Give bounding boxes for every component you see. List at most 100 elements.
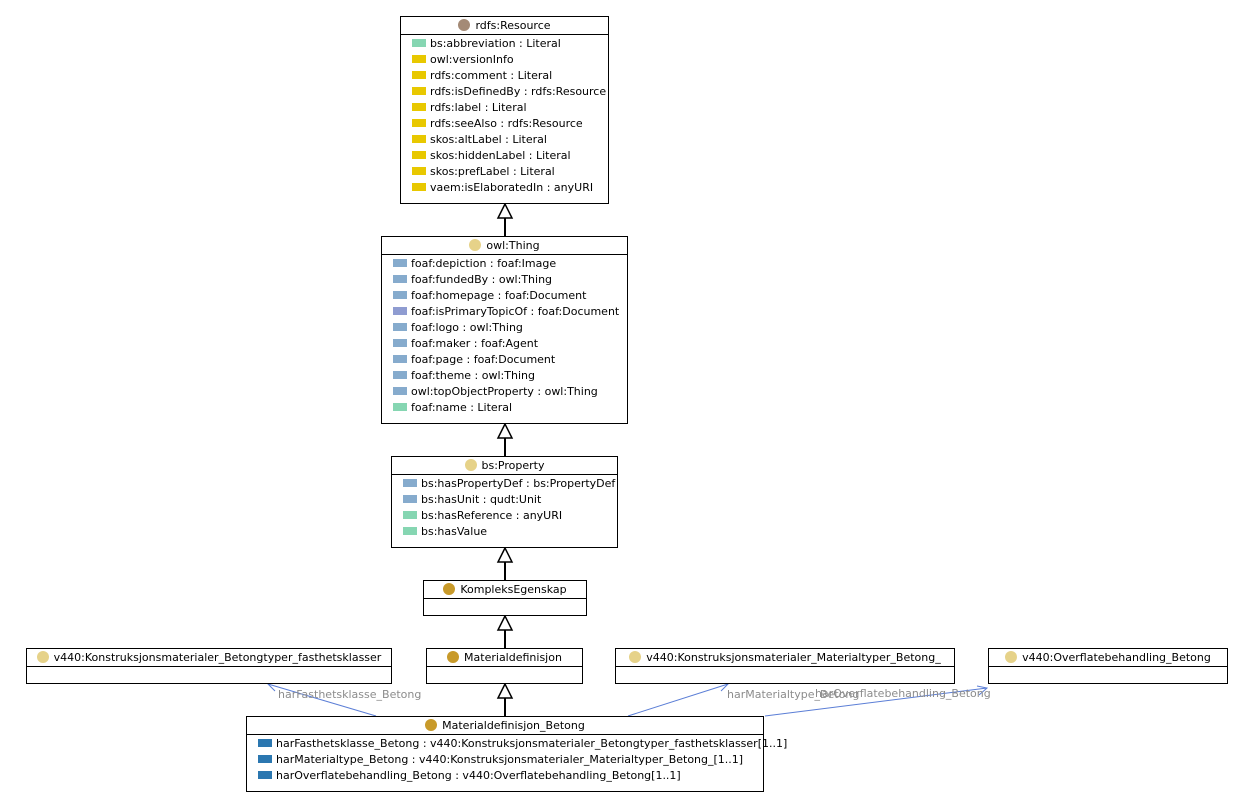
property-type-icon: [412, 55, 426, 63]
property-row[interactable]: foaf:homepage : foaf:Document: [382, 288, 627, 304]
property-label: foaf:name : Literal: [411, 401, 513, 414]
class-header: Materialdefinisjon: [427, 649, 582, 667]
property-row[interactable]: bs:hasPropertyDef : bs:PropertyDef: [392, 476, 617, 492]
property-row[interactable]: harFasthetsklasse_Betong : v440:Konstruk…: [247, 736, 787, 752]
property-row[interactable]: rdfs:comment : Literal: [401, 68, 608, 84]
property-type-icon: [403, 495, 417, 503]
property-label: harFasthetsklasse_Betong : v440:Konstruk…: [276, 737, 788, 750]
property-row[interactable]: skos:altLabel : Literal: [401, 132, 608, 148]
class-title: v440:Overflatebehandling_Betong: [1022, 651, 1211, 664]
property-row[interactable]: rdfs:label : Literal: [401, 100, 608, 116]
class-header: Materialdefinisjon_Betong: [247, 717, 763, 735]
property-type-icon: [393, 307, 407, 315]
property-type-icon: [412, 135, 426, 143]
class-overflatebehandling-betong[interactable]: v440:Overflatebehandling_Betong: [988, 648, 1228, 684]
edge-label-overflate: harOverflatebehandling_Betong: [815, 687, 991, 700]
property-label: skos:hiddenLabel : Literal: [430, 149, 571, 162]
property-label: bs:hasValue: [421, 525, 488, 538]
class-title: owl:Thing: [486, 239, 540, 252]
class-icon: [469, 239, 482, 251]
property-label: vaem:isElaboratedIn : anyURI: [430, 181, 594, 194]
property-type-icon: [393, 275, 407, 283]
class-header: v440:Konstruksjonsmaterialer_Betongtyper…: [27, 649, 391, 667]
property-row[interactable]: foaf:fundedBy : owl:Thing: [382, 272, 627, 288]
property-row[interactable]: foaf:name : Literal: [382, 400, 627, 416]
class-title: rdfs:Resource: [475, 19, 551, 32]
property-type-icon: [412, 119, 426, 127]
class-title: bs:Property: [481, 459, 545, 472]
class-icon: [458, 19, 471, 31]
property-type-icon: [412, 87, 426, 95]
class-header: v440:Konstruksjonsmaterialer_Materialtyp…: [616, 649, 954, 667]
property-row[interactable]: skos:hiddenLabel : Literal: [401, 148, 608, 164]
class-fasthetsklasser[interactable]: v440:Konstruksjonsmaterialer_Betongtyper…: [26, 648, 392, 684]
class-properties: [427, 667, 582, 668]
property-row[interactable]: foaf:isPrimaryTopicOf : foaf:Document: [382, 304, 627, 320]
class-rdfs-resource[interactable]: rdfs:Resource bs:abbreviation : Literal ow…: [400, 16, 609, 204]
property-row[interactable]: foaf:depiction : foaf:Image: [382, 256, 627, 272]
property-type-icon: [393, 259, 407, 267]
class-properties: [27, 667, 391, 668]
property-row[interactable]: skos:prefLabel : Literal: [401, 164, 608, 180]
class-materialdefinisjon-betong[interactable]: Materialdefinisjon_Betong harFasthetsklas…: [246, 716, 787, 792]
property-row[interactable]: bs:abbreviation : Literal: [401, 36, 608, 52]
property-type-icon: [393, 371, 407, 379]
edge-label-fasthet: harFasthetsklasse_Betong: [278, 688, 422, 701]
class-header: KompleksEgenskap: [424, 581, 586, 599]
property-label: bs:hasUnit : qudt:Unit: [421, 493, 542, 506]
property-label: foaf:maker : foaf:Agent: [411, 337, 539, 350]
property-label: harMaterialtype_Betong : v440:Konstruksj…: [276, 753, 744, 766]
property-label: foaf:page : foaf:Document: [411, 353, 556, 366]
property-type-icon: [412, 151, 426, 159]
property-row[interactable]: bs:hasUnit : qudt:Unit: [392, 492, 617, 508]
property-row[interactable]: foaf:page : foaf:Document: [382, 352, 627, 368]
inherit-arrow-thing: [496, 422, 514, 439]
property-row[interactable]: foaf:theme : owl:Thing: [382, 368, 627, 384]
property-row[interactable]: harMaterialtype_Betong : v440:Konstruksj…: [247, 752, 763, 768]
class-icon: [36, 651, 49, 663]
property-type-icon: [403, 527, 417, 535]
property-label: foaf:depiction : foaf:Image: [411, 257, 557, 270]
property-row[interactable]: rdfs:seeAlso : rdfs:Resource: [401, 116, 608, 132]
property-row[interactable]: foaf:logo : owl:Thing: [382, 320, 627, 336]
class-kompleks-egenskap[interactable]: KompleksEgenskap: [423, 580, 587, 616]
inherit-arrow-property: [496, 546, 514, 563]
property-label: bs:abbreviation : Literal: [430, 37, 561, 50]
class-header: v440:Overflatebehandling_Betong: [989, 649, 1227, 667]
property-row[interactable]: rdfs:isDefinedBy : rdfs:Resource: [401, 84, 608, 100]
class-header: owl:Thing: [382, 237, 627, 255]
class-icon: [425, 719, 438, 731]
property-label: rdfs:isDefinedBy : rdfs:Resource: [430, 85, 607, 98]
edge-label-materialtype: harMaterialtype_Betong: [727, 688, 860, 701]
property-label: foaf:fundedBy : owl:Thing: [411, 273, 553, 286]
property-label: foaf:logo : owl:Thing: [411, 321, 523, 334]
inherit-arrow-resource: [496, 202, 514, 219]
property-row[interactable]: vaem:isElaboratedIn : anyURI: [401, 180, 608, 196]
class-materialdefinisjon[interactable]: Materialdefinisjon: [426, 648, 583, 684]
class-properties: foaf:depiction : foaf:Image foaf:fundedBy…: [382, 255, 627, 416]
property-type-icon: [393, 403, 407, 411]
property-row[interactable]: foaf:maker : foaf:Agent: [382, 336, 627, 352]
property-row[interactable]: bs:hasValue: [392, 524, 617, 540]
property-row[interactable]: bs:hasReference : anyURI: [392, 508, 617, 524]
class-materialtyper-betong[interactable]: v440:Konstruksjonsmaterialer_Materialtyp…: [615, 648, 955, 684]
property-type-icon: [258, 771, 272, 779]
inherit-arrow-materialdef: [496, 682, 514, 699]
property-type-icon: [393, 387, 407, 395]
inherit-arrow-kompleks: [496, 614, 514, 631]
property-row[interactable]: owl:versionInfo: [401, 52, 608, 68]
property-type-icon: [412, 39, 426, 47]
property-type-icon: [403, 511, 417, 519]
assoc-edge-overflate: [764, 687, 988, 717]
class-icon: [1005, 651, 1018, 663]
property-row[interactable]: owl:topObjectProperty : owl:Thing: [382, 384, 627, 400]
property-type-icon: [258, 755, 272, 763]
property-type-icon: [412, 167, 426, 175]
class-bs-property[interactable]: bs:Property bs:hasPropertyDef : bs:Proper…: [391, 456, 618, 548]
property-row[interactable]: harOverflatebehandling_Betong : v440:Ove…: [247, 768, 763, 784]
class-title: v440:Konstruksjonsmaterialer_Materialtyp…: [646, 651, 941, 664]
assoc-edge-fasthet: [267, 683, 377, 717]
